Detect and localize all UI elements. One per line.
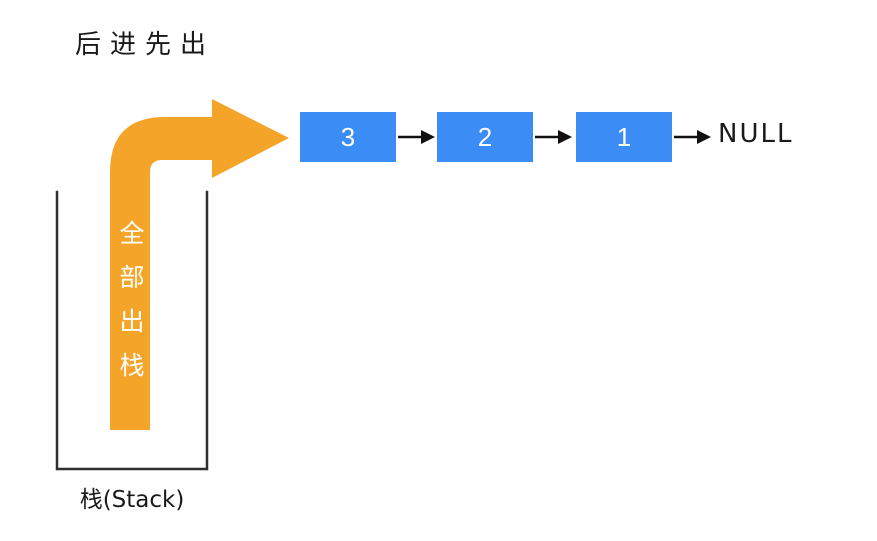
null-terminator-label: NULL xyxy=(718,119,794,149)
stack-container-outline xyxy=(55,190,209,471)
list-node: 2 xyxy=(437,112,533,162)
next-pointer-arrow xyxy=(535,130,572,144)
pop-flow-arrow-icon xyxy=(110,99,289,430)
next-pointer-arrow xyxy=(398,130,435,144)
list-node-value: 3 xyxy=(340,121,356,152)
list-node-value: 2 xyxy=(477,121,493,152)
null-pointer-arrow xyxy=(674,130,711,144)
page-title: 后进先出 xyxy=(75,30,216,60)
stack-caption: 栈(Stack) xyxy=(79,487,185,513)
pop-all-annotation: 全部出栈 xyxy=(116,220,145,396)
list-node-value: 1 xyxy=(616,121,632,152)
list-node: 1 xyxy=(576,112,672,162)
list-node: 3 xyxy=(300,112,396,162)
